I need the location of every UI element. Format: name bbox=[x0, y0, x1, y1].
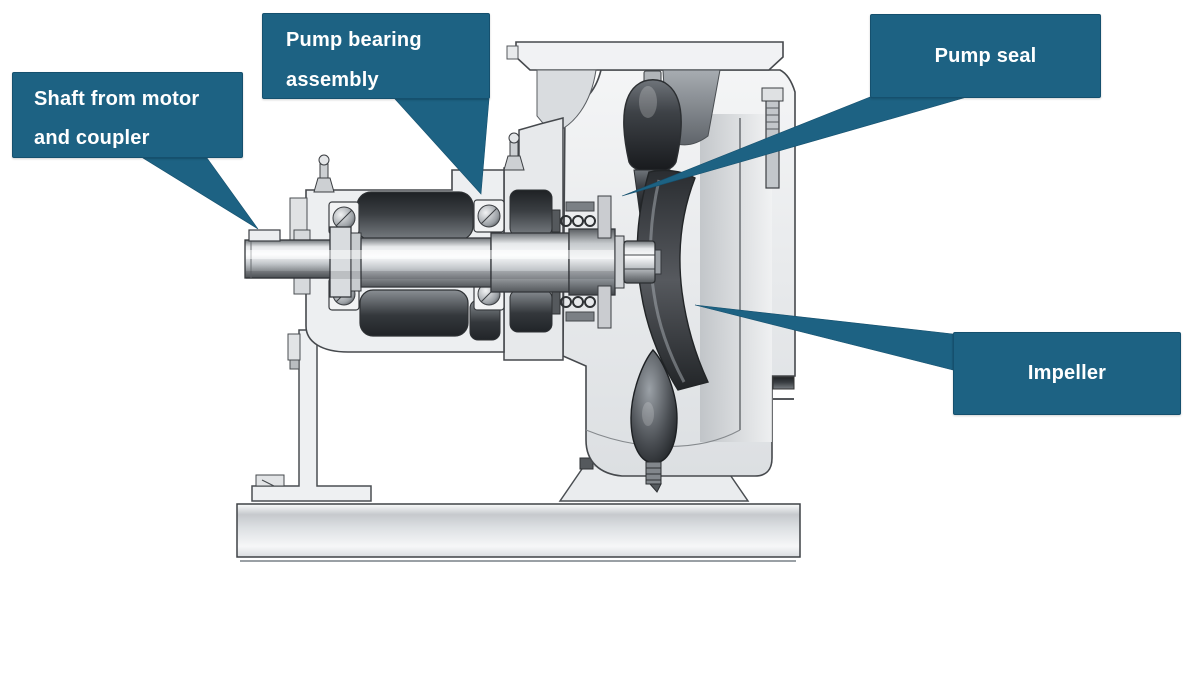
callout-text-line: Shaft from motor bbox=[34, 88, 200, 110]
callout-text-line: Impeller bbox=[1027, 362, 1107, 384]
callout-text-line: Pump seal bbox=[934, 44, 1037, 67]
callout-pump-seal: Pump seal bbox=[870, 14, 1101, 98]
callout-pointers bbox=[141, 96, 968, 371]
pump-shaft bbox=[244, 226, 662, 298]
callout-text-line: Pump bearing bbox=[286, 29, 422, 51]
casing-stud bbox=[761, 87, 784, 189]
callout-pump-bearing-assembly: Pump bearing assembly bbox=[262, 13, 490, 99]
callout-text-line: assembly bbox=[286, 69, 379, 91]
pointer-shaft bbox=[141, 157, 259, 230]
grease-fitting-right bbox=[503, 132, 525, 171]
bearing-housing-foot bbox=[251, 329, 372, 502]
callout-impeller: Impeller bbox=[953, 332, 1181, 415]
mechanical-seal bbox=[551, 195, 612, 329]
baseplate bbox=[236, 503, 801, 562]
pointer-bearing bbox=[394, 98, 490, 195]
callout-text-line: and coupler bbox=[34, 127, 150, 149]
grease-fitting-left bbox=[313, 154, 335, 193]
callout-shaft-from-motor-and-coupler: Shaft from motor and coupler bbox=[12, 72, 243, 158]
suction-passage bbox=[630, 348, 678, 493]
